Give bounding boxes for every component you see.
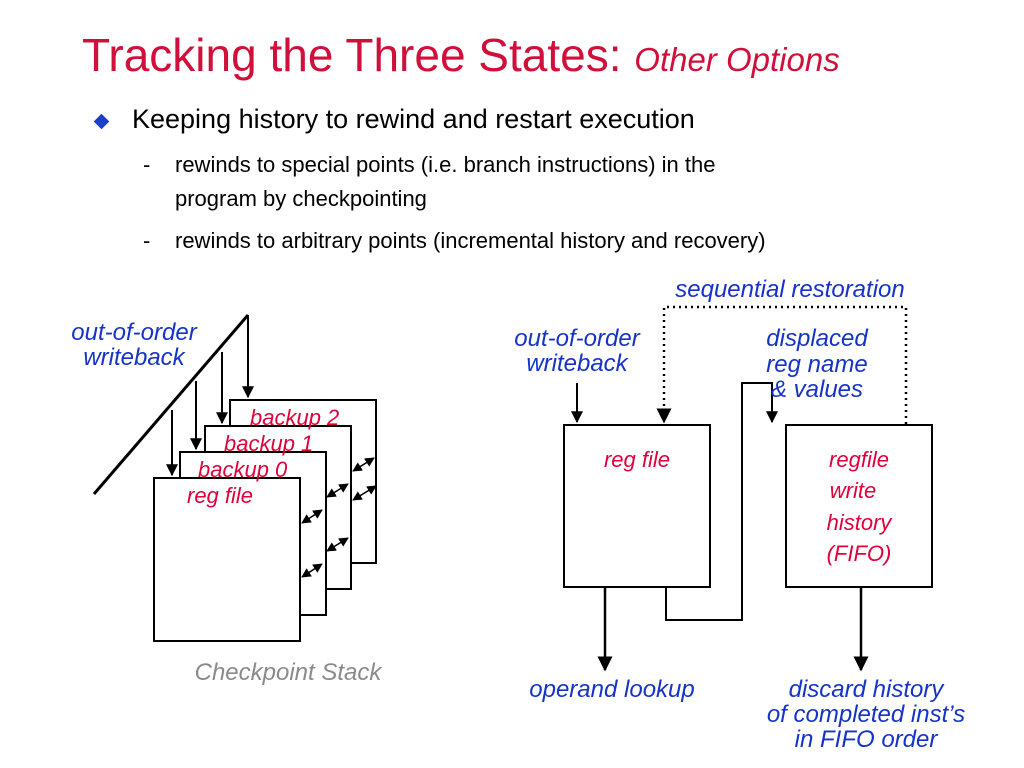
displaced-label-1: displaced: [766, 325, 868, 352]
backup-1-label: backup 1: [224, 431, 313, 456]
checkpoint-writeback-label-1: out-of-order: [71, 319, 197, 346]
sub-bullet-1-line2: program by checkpointing: [175, 186, 427, 211]
main-bullet-text: Keeping history to rewind and restart ex…: [132, 104, 695, 134]
sub-bullet-2-line1: rewinds to arbitrary points (incremental…: [175, 228, 766, 253]
copy-arrow-3: [352, 457, 375, 472]
reg-file-box: [153, 477, 301, 642]
reg-file-box-right: [563, 424, 711, 588]
copy-arrow-5: [326, 537, 349, 552]
writeback-bus: [92, 314, 250, 495]
discard-label-1: discard history: [789, 676, 946, 703]
displaced-label-2: reg name: [766, 351, 867, 378]
operand-lookup-label: operand lookup: [529, 676, 694, 703]
reg-file-label-right: reg file: [604, 447, 670, 472]
fifo-label-1: regfile: [829, 447, 889, 472]
fifo-label-4: (FIFO): [827, 541, 892, 566]
fifo-label-3: history: [827, 510, 894, 535]
displaced-label-3: & values: [771, 376, 863, 403]
displaced-values-path: [665, 382, 778, 621]
discard-label-2: of completed inst’s: [767, 701, 965, 728]
history-writeback-label-1: out-of-order: [514, 325, 640, 352]
title-subtitle: Other Options: [634, 41, 840, 78]
checkpoint-stack: backup 2 backup 1 backup 0 reg file out-…: [71, 314, 384, 686]
reg-file-label: reg file: [187, 483, 253, 508]
checkpoint-writeback-label-2: writeback: [83, 344, 186, 371]
copy-arrow-4: [301, 563, 323, 578]
copy-arrow-2: [326, 483, 349, 498]
sub-bullet-1-line1: rewinds to special points (i.e. branch i…: [175, 152, 716, 177]
dash-icon: -: [143, 152, 151, 177]
dash-icon: -: [143, 228, 151, 253]
sequential-restoration-label: sequential restoration: [675, 276, 904, 303]
title-main: Tracking the Three States:: [82, 29, 635, 81]
discard-label-3: in FIFO order: [795, 726, 939, 753]
copy-arrow-6: [352, 485, 377, 501]
backup-0-label: backup 0: [198, 457, 288, 482]
history-writeback-label-2: writeback: [526, 350, 629, 377]
backup-2-label: backup 2: [250, 405, 339, 430]
fifo-box: [785, 424, 933, 588]
copy-arrow-1: [301, 509, 323, 524]
history-diagram: reg file regfile write history (FIFO) se…: [514, 276, 965, 753]
fifo-label-2: write: [830, 478, 876, 503]
slide-title: Tracking the Three States: Other Options: [82, 28, 840, 82]
checkpoint-stack-caption: Checkpoint Stack: [195, 659, 384, 686]
